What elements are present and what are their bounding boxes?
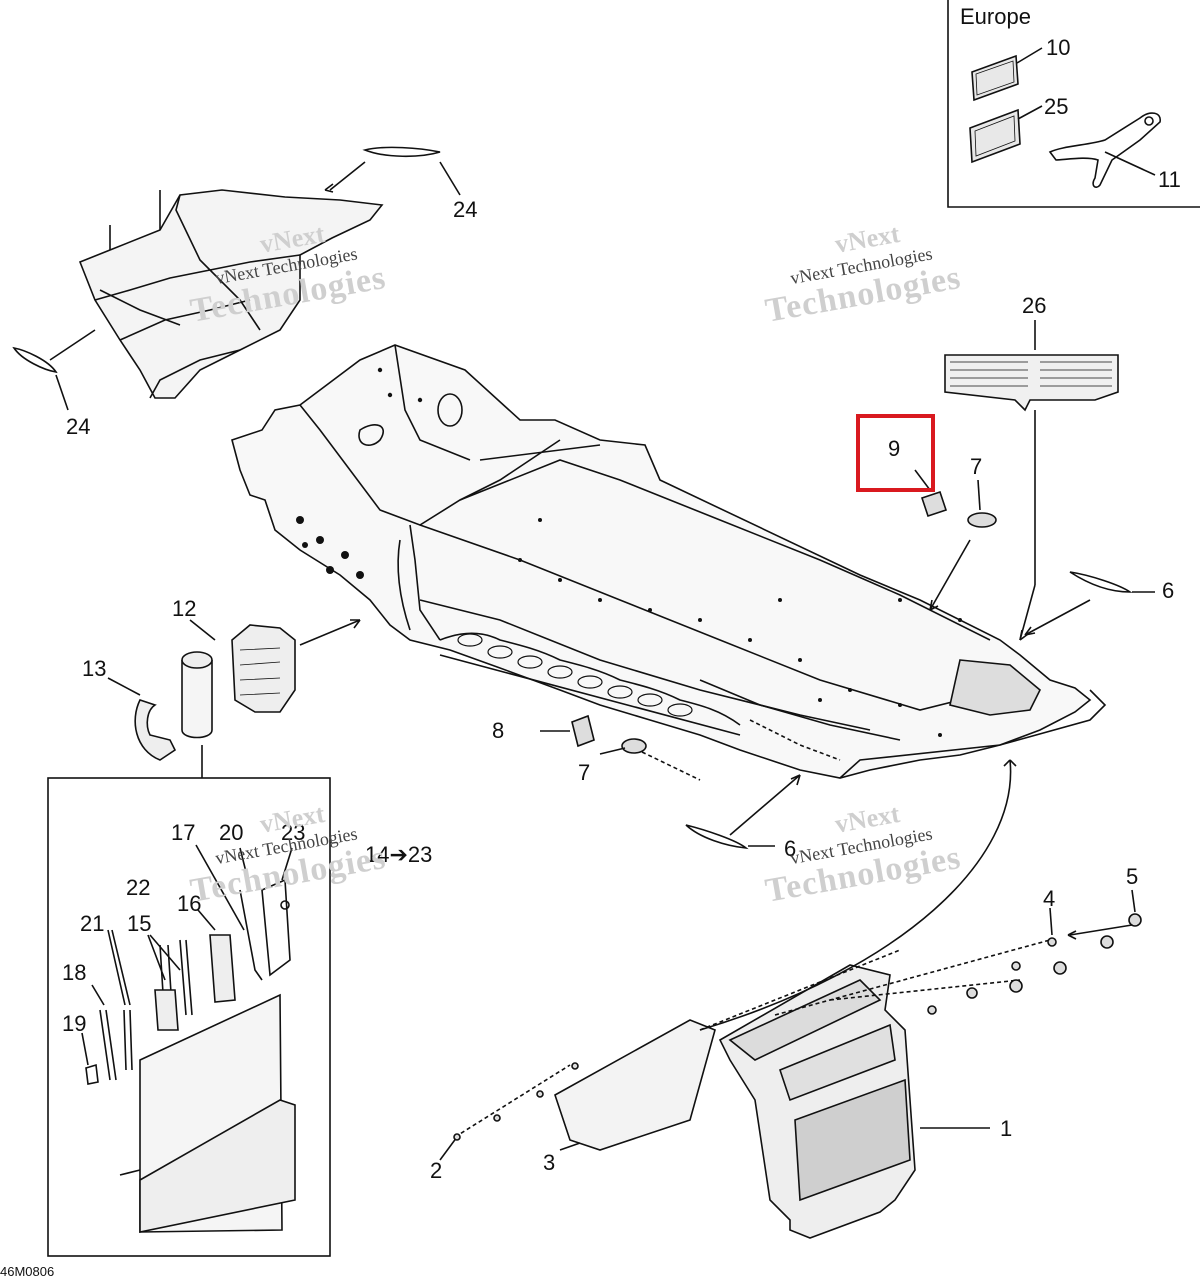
part-12-module bbox=[231, 624, 296, 713]
callout-4: 4 bbox=[1043, 886, 1056, 911]
part-24-strip-top bbox=[362, 146, 441, 158]
callout-26: 26 bbox=[1022, 293, 1047, 318]
part-1-snowflap bbox=[718, 964, 916, 1239]
callout-15: 15 bbox=[127, 911, 152, 936]
callout-20: 20 bbox=[219, 820, 244, 845]
callout-7-lower: 7 bbox=[578, 760, 591, 785]
callout-25: 25 bbox=[1044, 94, 1069, 119]
part-12-canister bbox=[181, 651, 213, 739]
callout-6-right: 6 bbox=[1162, 578, 1175, 603]
part-11-wrench bbox=[1048, 112, 1161, 188]
part-7-cap-lower bbox=[621, 738, 647, 754]
part-9-clip bbox=[920, 490, 948, 518]
callout-13: 13 bbox=[82, 656, 107, 681]
callout-17: 17 bbox=[171, 820, 196, 845]
highlight-box-part-9 bbox=[856, 414, 935, 492]
europe-inset-frame bbox=[947, 0, 1200, 208]
frame-slots bbox=[457, 633, 693, 717]
part-8-clip bbox=[571, 714, 595, 748]
callout-12: 12 bbox=[172, 596, 197, 621]
callout-16: 16 bbox=[177, 891, 202, 916]
callout-24-left: 24 bbox=[66, 414, 91, 439]
callout-3: 3 bbox=[543, 1150, 556, 1175]
callout-5: 5 bbox=[1126, 864, 1139, 889]
part-10-plate bbox=[971, 54, 1019, 102]
part-25-plate bbox=[969, 108, 1021, 164]
tool-set bbox=[85, 878, 291, 1085]
drawing-code: 46M0806 bbox=[0, 1264, 55, 1279]
callout-7-upper: 7 bbox=[970, 454, 983, 479]
part-6-strip-right bbox=[1069, 571, 1133, 593]
part-24-hood bbox=[78, 189, 384, 399]
part-3-plate bbox=[554, 1019, 716, 1151]
tool-kit-box bbox=[47, 777, 331, 1257]
callout-19: 19 bbox=[62, 1011, 87, 1036]
part-6-strip-bottom bbox=[685, 824, 749, 850]
fasteners bbox=[453, 913, 1142, 1141]
callout-1: 1 bbox=[1000, 1116, 1013, 1141]
callout-2: 2 bbox=[430, 1158, 443, 1183]
europe-label: Europe bbox=[960, 4, 1031, 29]
part-24-strip-left bbox=[12, 346, 58, 374]
callout-6-bottom: 6 bbox=[784, 836, 797, 861]
frame-holes bbox=[296, 367, 962, 737]
part-13-strap bbox=[134, 699, 177, 761]
callout-22: 22 bbox=[126, 875, 151, 900]
callout-10: 10 bbox=[1046, 35, 1071, 60]
part-26-decal bbox=[944, 354, 1119, 412]
callout-24-top: 24 bbox=[453, 197, 478, 222]
callout-8: 8 bbox=[492, 718, 505, 743]
callout-11: 11 bbox=[1158, 167, 1181, 192]
callout-18: 18 bbox=[62, 960, 87, 985]
callout-9: 9 bbox=[888, 436, 901, 461]
callout-range-14-23: 14➔23 bbox=[365, 842, 433, 867]
callout-23: 23 bbox=[281, 820, 306, 845]
callout-21: 21 bbox=[80, 911, 105, 936]
frame-tunnel bbox=[231, 344, 1107, 779]
tool-pouch bbox=[119, 993, 296, 1233]
part-7-cap-upper bbox=[967, 512, 997, 528]
